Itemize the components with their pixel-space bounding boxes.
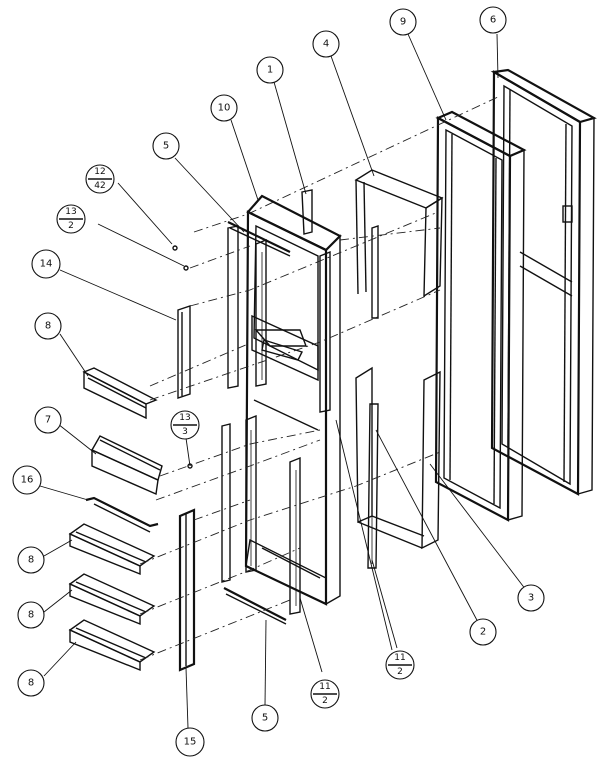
part-4-shelf-frame bbox=[354, 169, 444, 319]
callout-5-lower: 5 bbox=[251, 704, 279, 732]
callout-4: 4 bbox=[312, 30, 340, 58]
callout-11-over-2-left: 11 2 bbox=[310, 679, 340, 709]
callout-3: 3 bbox=[517, 584, 545, 612]
cabinet-rails bbox=[221, 225, 331, 615]
svg-text:6: 6 bbox=[490, 15, 496, 26]
part-8-bin-1 bbox=[68, 523, 156, 576]
callout-13-over-3: 13 3 bbox=[170, 410, 200, 440]
svg-text:2: 2 bbox=[68, 221, 74, 231]
part-2-strip bbox=[367, 403, 379, 569]
callout-8-bin-2: 8 bbox=[17, 601, 45, 629]
callout-15: 15 bbox=[175, 727, 205, 757]
callout-12-over-42: 12 42 bbox=[85, 164, 115, 194]
callout-7: 7 bbox=[34, 406, 62, 434]
svg-text:13: 13 bbox=[65, 207, 76, 217]
callout-6: 6 bbox=[479, 6, 507, 34]
part-8-bin-2 bbox=[68, 573, 156, 626]
svg-text:7: 7 bbox=[45, 415, 51, 426]
part-5-lower-rod bbox=[223, 587, 287, 625]
callout-9: 9 bbox=[389, 8, 417, 36]
svg-text:10: 10 bbox=[218, 103, 231, 114]
svg-text:3: 3 bbox=[182, 427, 188, 437]
svg-text:16: 16 bbox=[21, 475, 34, 486]
svg-text:5: 5 bbox=[163, 141, 169, 152]
part-8-bin-top bbox=[82, 367, 158, 420]
svg-text:14: 14 bbox=[40, 259, 53, 270]
callout-8-bin-1: 8 bbox=[17, 546, 45, 574]
svg-text:9: 9 bbox=[400, 17, 406, 28]
svg-text:2: 2 bbox=[480, 627, 486, 638]
callout-16: 16 bbox=[12, 465, 42, 495]
svg-text:42: 42 bbox=[94, 181, 105, 191]
svg-text:11: 11 bbox=[319, 682, 330, 692]
svg-text:11: 11 bbox=[394, 653, 405, 663]
part-9-door-liner bbox=[434, 110, 527, 522]
part-15-strip bbox=[178, 508, 196, 672]
callout-13-over-2: 13 2 bbox=[56, 204, 86, 234]
callout-1: 1 bbox=[256, 56, 284, 84]
callout-8-bin-3: 8 bbox=[17, 669, 45, 697]
part-14-panel bbox=[177, 305, 191, 399]
svg-text:1: 1 bbox=[267, 65, 273, 76]
svg-text:8: 8 bbox=[28, 555, 34, 566]
part-16-rail bbox=[85, 496, 159, 533]
svg-text:8: 8 bbox=[28, 610, 34, 621]
svg-text:2: 2 bbox=[397, 667, 403, 677]
svg-text:12: 12 bbox=[94, 167, 105, 177]
svg-text:8: 8 bbox=[28, 678, 34, 689]
svg-text:3: 3 bbox=[528, 593, 534, 604]
part-8-bin-3 bbox=[68, 619, 156, 672]
callout-10: 10 bbox=[210, 94, 238, 122]
svg-text:2: 2 bbox=[322, 696, 328, 706]
callout-8-top: 8 bbox=[34, 312, 62, 340]
callout-5-upper: 5 bbox=[152, 132, 180, 160]
part-5-upper-rod bbox=[227, 221, 291, 257]
svg-text:4: 4 bbox=[323, 39, 329, 50]
svg-text:15: 15 bbox=[184, 737, 197, 748]
part-7-bin bbox=[91, 435, 163, 496]
part-6-outer-door bbox=[490, 68, 597, 496]
callout-11-over-2-right: 11 2 bbox=[385, 650, 415, 680]
callout-14: 14 bbox=[31, 249, 61, 279]
svg-text:5: 5 bbox=[262, 713, 268, 724]
callout-2: 2 bbox=[469, 618, 497, 646]
projection-lines bbox=[139, 95, 501, 661]
svg-text:13: 13 bbox=[179, 413, 190, 423]
leader-lines bbox=[39, 33, 527, 729]
svg-text:8: 8 bbox=[45, 321, 51, 332]
